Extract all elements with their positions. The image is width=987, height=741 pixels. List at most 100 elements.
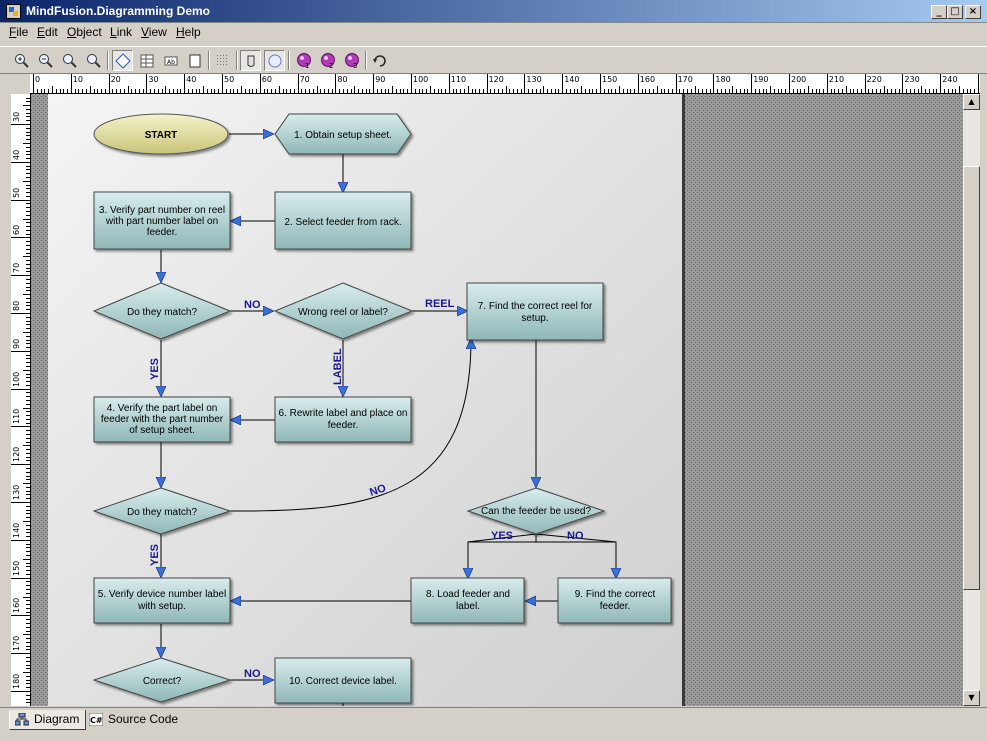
- ruler-label: 160: [12, 598, 21, 614]
- node-decision-1[interactable]: [92, 282, 232, 340]
- minimize-button[interactable]: _: [931, 5, 947, 19]
- ruler-label: 60: [12, 225, 21, 236]
- ruler-tick: [505, 86, 507, 93]
- ruler-tick: [63, 89, 65, 93]
- ruler-tick: [116, 89, 118, 93]
- node-6[interactable]: [274, 396, 412, 443]
- close-button[interactable]: ×: [965, 5, 981, 19]
- menu-view[interactable]: View: [141, 25, 167, 39]
- ruler-tick: [26, 536, 30, 537]
- menu-help[interactable]: Help: [176, 25, 201, 39]
- ruler-tick: [26, 430, 30, 432]
- ruler-tick: [286, 89, 288, 93]
- zoom-reset-icon[interactable]: [83, 50, 104, 71]
- ruler-tick: [26, 641, 30, 643]
- ruler-label: 20: [110, 75, 121, 84]
- ruler-tick: [705, 89, 707, 93]
- menu-link[interactable]: Link: [110, 25, 132, 39]
- ruler-tick: [123, 89, 125, 93]
- ruler-tick: [26, 347, 30, 348]
- node-decision-wrong[interactable]: [273, 282, 414, 340]
- group-2-label: 2: [329, 62, 333, 70]
- node-5-line-1: 5. Verify device number label: [98, 589, 226, 600]
- ruler-tick: [26, 498, 30, 500]
- node-3[interactable]: [93, 191, 231, 250]
- node-9[interactable]: [557, 577, 672, 624]
- app-icon: [6, 4, 21, 19]
- ruler-tick: [686, 89, 688, 93]
- ruler-tick: [195, 89, 197, 93]
- node-3-line-3: feeder.: [147, 227, 178, 238]
- node-decision-2[interactable]: [92, 487, 232, 535]
- node-1[interactable]: [274, 113, 412, 155]
- vertical-scrollbar[interactable]: ▲ ▼: [963, 94, 980, 706]
- ruler-tick: [237, 89, 239, 93]
- ruler-tick: [936, 89, 938, 93]
- zoom-out-icon[interactable]: [35, 50, 56, 71]
- ruler-tick: [475, 89, 477, 93]
- menu-object[interactable]: Object: [67, 25, 102, 39]
- ruler-tick: [335, 74, 337, 93]
- tab-diagram[interactable]: Diagram: [9, 710, 87, 730]
- scroll-thumb[interactable]: [963, 166, 980, 590]
- menu-edit[interactable]: Edit: [37, 25, 58, 39]
- ruler-tick: [112, 89, 114, 93]
- ruler-tick: [26, 381, 30, 382]
- menu-file[interactable]: File: [9, 25, 28, 39]
- shape-icon[interactable]: [112, 50, 133, 71]
- ruler-label: 10: [72, 75, 83, 84]
- ruler-tick: [959, 86, 961, 93]
- ruler-tick: [26, 158, 30, 159]
- node-decision-can[interactable]: [466, 487, 606, 535]
- diagram-svg: START 1. Obtain setup sheet. 2. Select f…: [31, 94, 964, 706]
- zoom-fit-icon[interactable]: [59, 50, 80, 71]
- tab-source-code[interactable]: C# Source Code: [84, 710, 184, 730]
- ellipse-icon[interactable]: [264, 50, 285, 71]
- edge-d2-to-7[interactable]: [229, 339, 471, 512]
- node-start[interactable]: [93, 113, 229, 155]
- node-10[interactable]: [274, 657, 412, 704]
- ruler-tick: [702, 89, 704, 93]
- node-8[interactable]: [410, 577, 525, 624]
- grid-icon[interactable]: [212, 50, 233, 71]
- node-6-line-1: 6. Rewrite label and place on: [279, 408, 408, 419]
- scroll-up-button[interactable]: ▲: [963, 94, 980, 110]
- ruler-tick: [26, 486, 30, 488]
- ruler-tick: [490, 89, 492, 93]
- table-icon[interactable]: [136, 50, 157, 71]
- ruler-tick: [940, 74, 942, 93]
- ruler-tick: [951, 89, 953, 93]
- text-icon[interactable]: Ab: [160, 50, 181, 71]
- maximize-button[interactable]: □: [947, 5, 963, 19]
- ruler-tick: [26, 588, 30, 590]
- node-4[interactable]: [93, 396, 231, 443]
- pointer-icon[interactable]: [240, 50, 261, 71]
- ruler-tick: [388, 89, 390, 93]
- diagram-canvas[interactable]: START 1. Obtain setup sheet. 2. Select f…: [31, 94, 964, 706]
- node-5[interactable]: [93, 577, 231, 624]
- group-1-icon[interactable]: 1: [293, 50, 314, 71]
- title-bar: MindFusion.Diagramming Demo _ □ ×: [0, 0, 987, 23]
- node-decision-3[interactable]: [92, 657, 232, 703]
- ruler-label: 40: [186, 75, 197, 84]
- group-3-icon[interactable]: 3: [341, 50, 362, 71]
- ruler-tick: [649, 89, 651, 93]
- ruler-tick: [11, 539, 30, 541]
- node-2[interactable]: [274, 191, 412, 250]
- ruler-tick: [471, 89, 473, 93]
- ruler-tick: [482, 89, 484, 93]
- ruler-tick: [26, 207, 30, 209]
- zoom-in-icon[interactable]: [11, 50, 32, 71]
- ruler-tick: [278, 86, 280, 93]
- box-icon[interactable]: [184, 50, 205, 71]
- ruler-tick: [906, 89, 908, 93]
- ruler-tick: [955, 89, 957, 93]
- node-decision-2-label: Do they match?: [127, 507, 197, 518]
- ruler-tick: [562, 74, 564, 93]
- rotate-icon[interactable]: [369, 50, 390, 71]
- node-7[interactable]: [466, 282, 604, 341]
- ruler-tick: [23, 596, 30, 598]
- group-2-icon[interactable]: 2: [317, 50, 338, 71]
- scroll-down-button[interactable]: ▼: [963, 690, 980, 706]
